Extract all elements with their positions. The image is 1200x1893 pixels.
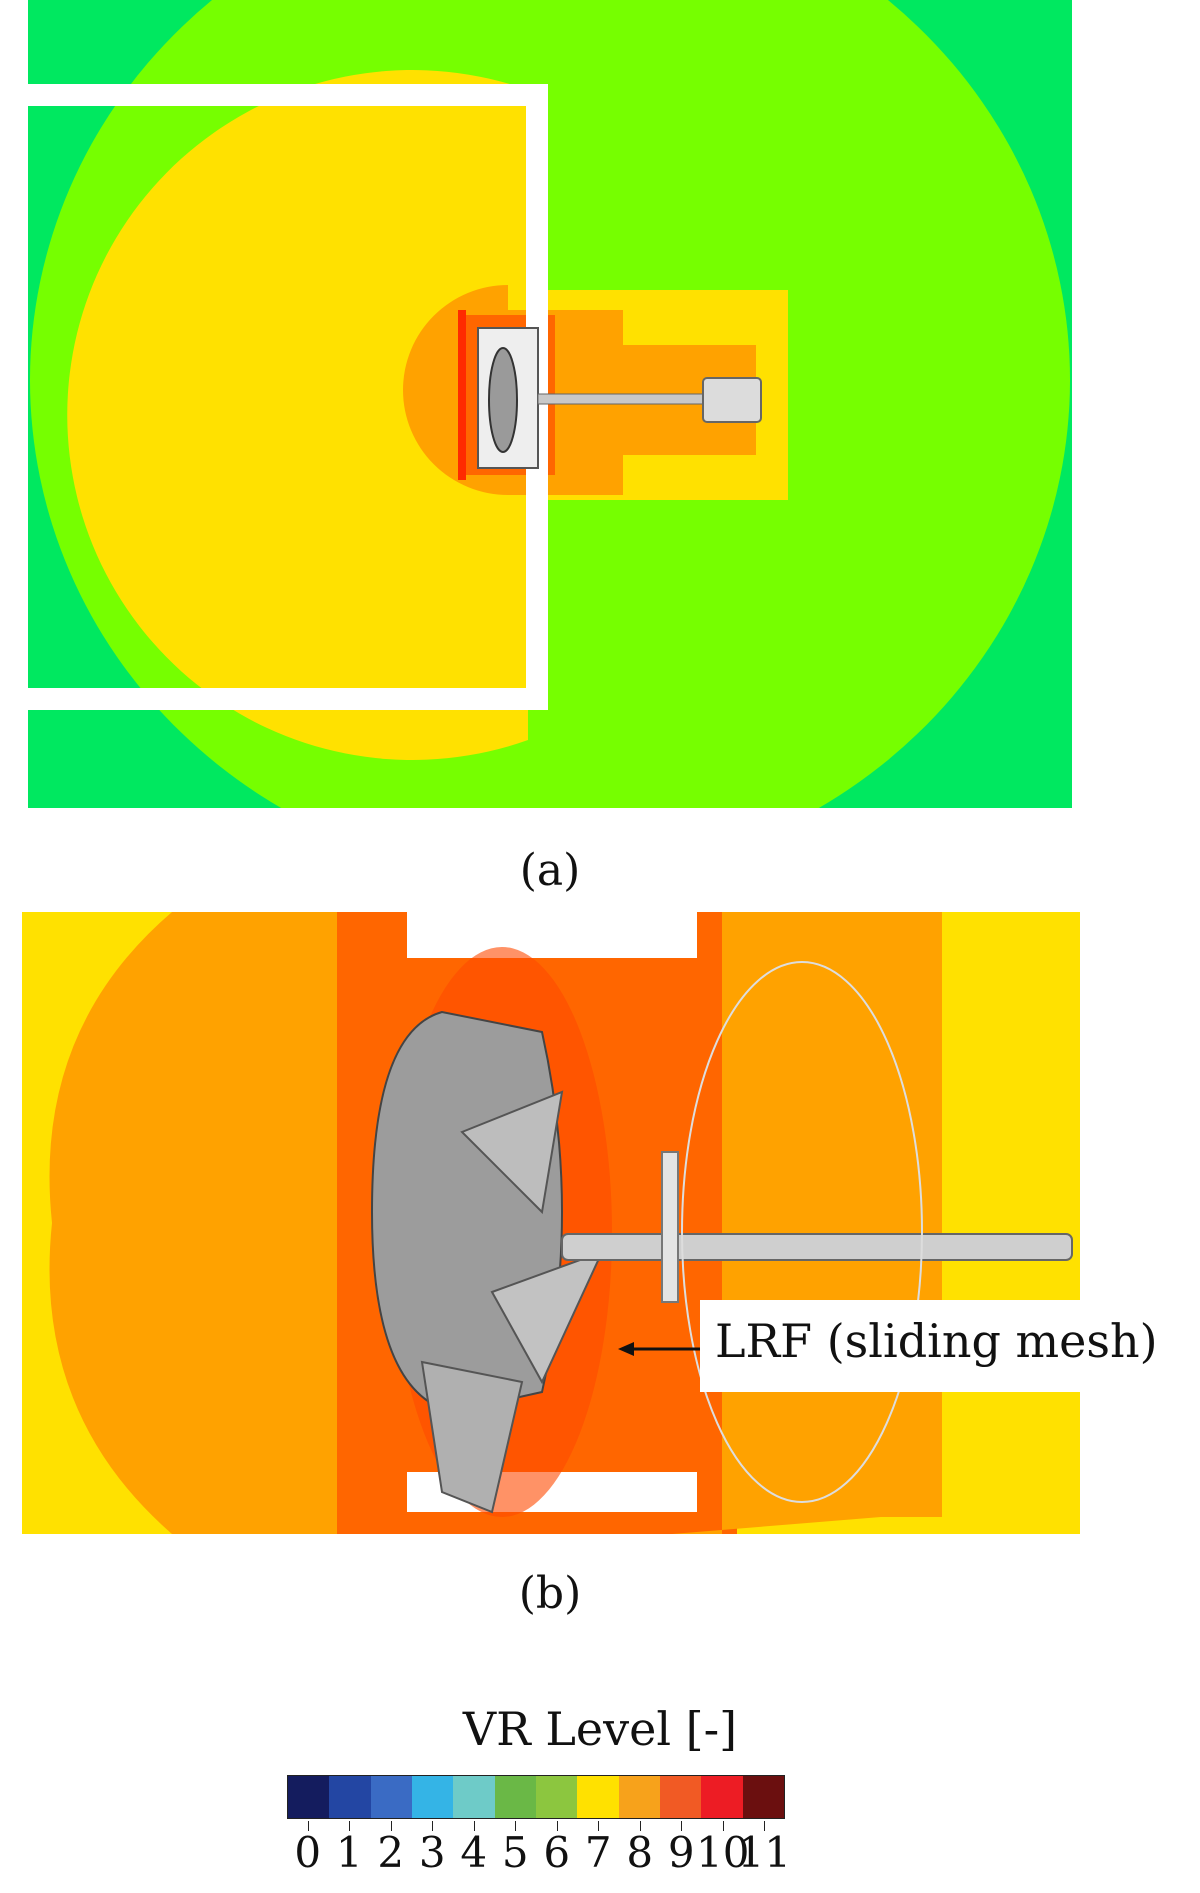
legend-swatch-2 [370, 1776, 412, 1818]
motor [702, 377, 762, 423]
fan-blade-3 [420, 1360, 524, 1514]
legend-tick-4 [473, 1821, 475, 1831]
region-level8-left [49, 912, 342, 1534]
legend-swatch-5 [494, 1776, 536, 1818]
legend-title: VR Level [-] [462, 1702, 738, 1756]
legend-tick-3 [432, 1821, 434, 1831]
legend-tick-2 [390, 1821, 392, 1831]
caption-b: (b) [518, 1568, 582, 1619]
wall-left-upper [28, 84, 34, 104]
legend-tick-9 [681, 1821, 683, 1831]
annotation-box [700, 1300, 1120, 1392]
legend-tick-label-5: 5 [501, 1828, 529, 1877]
legend-tick-0 [307, 1821, 309, 1831]
legend-tick-1 [349, 1821, 351, 1831]
legend-tick-label-1: 1 [335, 1828, 363, 1877]
annotation-lrf-label: LRF (sliding mesh) [715, 1314, 1158, 1368]
legend-tick-label-9: 9 [667, 1828, 695, 1877]
wall-bottom [28, 688, 548, 710]
legend-swatch-6 [535, 1776, 578, 1818]
wall-top-b [407, 912, 697, 958]
fan-rotor [488, 347, 518, 453]
legend-tick-label-0: 0 [294, 1828, 322, 1877]
legend-swatch-10 [701, 1776, 743, 1818]
legend-swatch-7 [577, 1776, 619, 1818]
shaft-collar [661, 1151, 679, 1303]
legend-swatch-11 [742, 1776, 784, 1818]
panel-b-vr-map [22, 912, 1080, 1534]
legend-tick-label-11: 11 [737, 1828, 791, 1877]
legend-swatch-1 [329, 1776, 371, 1818]
legend-tick-label-4: 4 [460, 1828, 488, 1877]
legend-tick-label-7: 7 [584, 1828, 612, 1877]
panel-a-svg [28, 0, 1072, 808]
legend-tick-label-3: 3 [418, 1828, 446, 1877]
legend-tick-8 [639, 1821, 641, 1831]
fan-shaft [537, 393, 709, 405]
region-level8-right-fill [722, 912, 942, 1517]
legend-swatch-8 [618, 1776, 660, 1818]
fan-blade-2 [490, 1250, 604, 1385]
annotation-arrowhead [618, 1342, 634, 1356]
shaft-b [561, 1233, 1073, 1261]
fan-blade-1 [460, 1090, 564, 1215]
legend-tick-label-6: 6 [543, 1828, 571, 1877]
legend-swatch-4 [453, 1776, 495, 1818]
legend-tick-11 [764, 1821, 766, 1831]
wall-top [28, 84, 548, 106]
housing-outline [681, 961, 923, 1503]
legend-tick-7 [598, 1821, 600, 1831]
panel-b-svg [22, 912, 1080, 1534]
legend-tick-label-2: 2 [377, 1828, 405, 1877]
legend-tick-label-8: 8 [626, 1828, 654, 1877]
region-level10-edge [458, 310, 466, 480]
legend-swatch-3 [411, 1776, 454, 1818]
legend-tick-5 [515, 1821, 517, 1831]
legend-colorbar [287, 1775, 785, 1819]
legend-swatch-9 [659, 1776, 702, 1818]
legend-swatch-0 [288, 1776, 330, 1818]
panel-a-vr-map [28, 0, 1072, 808]
caption-a: (a) [519, 845, 581, 896]
legend-tick-6 [556, 1821, 558, 1831]
legend-tick-label-10: 10 [696, 1828, 750, 1877]
legend-tick-10 [722, 1821, 724, 1831]
